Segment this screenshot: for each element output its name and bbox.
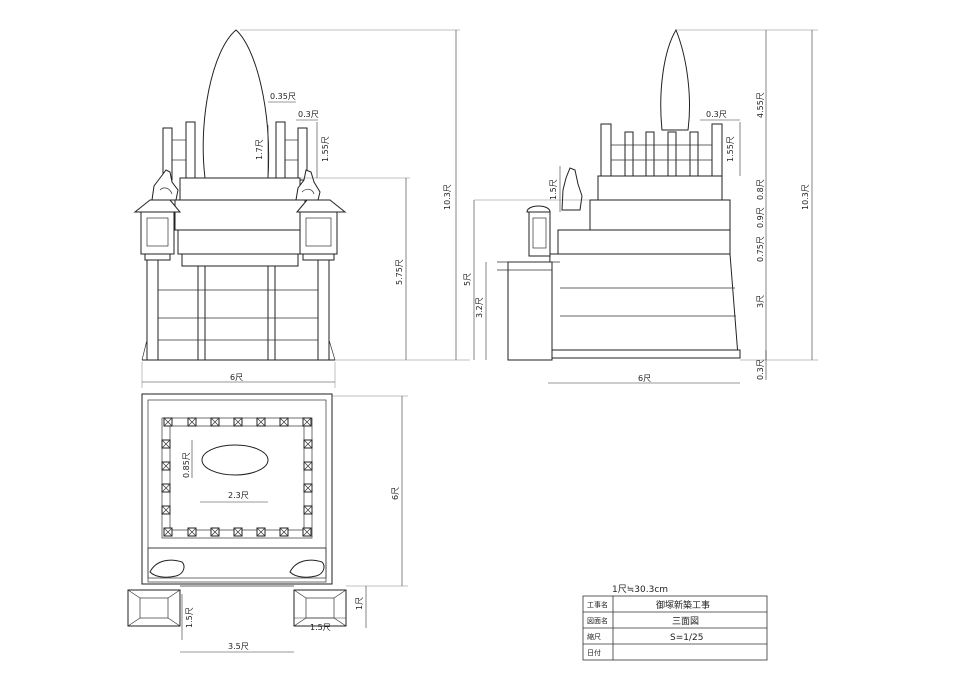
dim-plan-1: 1尺 xyxy=(355,597,364,610)
post-marker-cross xyxy=(256,417,266,427)
dim-plan-15b: 1.5尺 xyxy=(310,623,331,632)
fox-statue-icon xyxy=(289,559,325,578)
dim-plan-35: 3.5尺 xyxy=(228,642,249,651)
lantern-base-left xyxy=(127,589,181,627)
dim-side-155: 1.55尺 xyxy=(726,136,735,162)
side-view: 0.3尺 4.55尺 1.55尺 10.3尺 1.5尺 0.8尺 0.9尺 0.… xyxy=(463,28,818,384)
post-marker-cross xyxy=(161,483,171,493)
side-dimensions: 0.3尺 4.55尺 1.55尺 10.3尺 1.5尺 0.8尺 0.9尺 0.… xyxy=(463,29,818,384)
memorial-stone xyxy=(202,29,270,179)
post-marker-cross xyxy=(161,461,171,471)
title-row-label: 縮尺 xyxy=(587,632,601,641)
fox-statue-icon xyxy=(151,169,179,201)
dim-side-5: 5尺 xyxy=(463,273,472,286)
post-marker-cross xyxy=(210,417,220,427)
post-marker-cross xyxy=(161,505,171,515)
dim-plan-15a: 1.5尺 xyxy=(185,607,194,628)
front-view: 0.35尺 0.3尺 1.7尺 1.55尺 10.3尺 5.75尺 6尺 xyxy=(133,29,470,388)
title-row-label: 図面名 xyxy=(587,616,608,625)
post-marker-cross xyxy=(303,483,313,493)
plan-view: 0.85尺 2.3尺 6尺 1尺 1.5尺 1.5尺 3.5尺 xyxy=(127,393,408,653)
front-fence xyxy=(162,121,308,181)
dim-front-width: 6尺 xyxy=(230,373,243,382)
lantern-icon xyxy=(133,199,182,261)
post-marker-cross xyxy=(163,417,173,427)
dim-side-09: 0.9尺 xyxy=(756,207,765,228)
post-marker-cross xyxy=(187,527,197,537)
dim-front-103: 10.3尺 xyxy=(443,184,452,210)
dim-side-455: 4.55尺 xyxy=(756,92,765,118)
post-marker-cross xyxy=(279,527,289,537)
plan-dimensions: 0.85尺 2.3尺 6尺 1尺 1.5尺 1.5尺 3.5尺 xyxy=(180,395,408,653)
dim-plan-23: 2.3尺 xyxy=(228,491,249,500)
memorial-stone xyxy=(660,28,690,131)
dim-front-17: 1.7尺 xyxy=(255,139,264,160)
post-marker-cross xyxy=(163,527,173,537)
post-marker-cross xyxy=(233,527,243,537)
dim-side-03-top: 0.3尺 xyxy=(706,110,727,119)
stone-footprint xyxy=(201,444,269,476)
post-marker-cross xyxy=(303,505,313,515)
title-row-value: 三面図 xyxy=(672,616,699,627)
post-marker-cross xyxy=(256,527,266,537)
post-marker-cross xyxy=(302,417,312,427)
fox-statue-icon xyxy=(149,559,185,578)
dim-front-035: 0.35尺 xyxy=(270,92,296,101)
title-row-value: S=1/25 xyxy=(670,633,703,643)
dim-side-08: 0.8尺 xyxy=(756,179,765,200)
title-row-value: 御塚新築工事 xyxy=(656,599,710,611)
dim-side-15: 1.5尺 xyxy=(549,179,558,200)
dim-side-width: 6尺 xyxy=(638,374,651,383)
title-row-label: 工事名 xyxy=(587,600,608,609)
post-markers xyxy=(161,417,313,537)
post-marker-cross xyxy=(210,527,220,537)
dim-side-3: 3尺 xyxy=(756,295,765,308)
post-marker-cross xyxy=(233,417,243,427)
post-marker-cross xyxy=(187,417,197,427)
dim-front-155: 1.55尺 xyxy=(321,136,330,162)
dim-front-575: 5.75尺 xyxy=(395,259,404,285)
fox-statue-icon xyxy=(561,167,583,211)
dim-side-075: 0.75尺 xyxy=(756,236,765,262)
post-marker-cross xyxy=(303,461,313,471)
dim-plan-085: 0.85尺 xyxy=(182,452,191,478)
dim-side-32: 3.2尺 xyxy=(475,297,484,318)
side-fence xyxy=(600,123,723,177)
fox-statue-icon xyxy=(295,169,321,201)
post-marker-cross xyxy=(303,439,313,449)
post-marker-cross xyxy=(302,527,312,537)
dim-front-03: 0.3尺 xyxy=(298,110,319,119)
scale-note: 1尺≒30.3cm xyxy=(612,584,668,595)
dim-side-03-bot: 0.3尺 xyxy=(756,359,765,380)
post-marker-cross xyxy=(161,439,171,449)
post-marker-cross xyxy=(279,417,289,427)
lantern-base-right xyxy=(293,589,347,627)
dim-plan-6: 6尺 xyxy=(391,487,400,500)
front-dimensions: 0.35尺 0.3尺 1.7尺 1.55尺 10.3尺 5.75尺 6尺 xyxy=(141,29,470,388)
title-row-label: 日付 xyxy=(587,648,601,657)
lantern-icon xyxy=(295,199,347,261)
title-block: 工事名 御塚新築工事 図面名 三面図 縮尺 S=1/25 日付 xyxy=(582,595,768,661)
stone-lantern-icon xyxy=(526,205,551,257)
dim-side-103: 10.3尺 xyxy=(801,184,810,210)
